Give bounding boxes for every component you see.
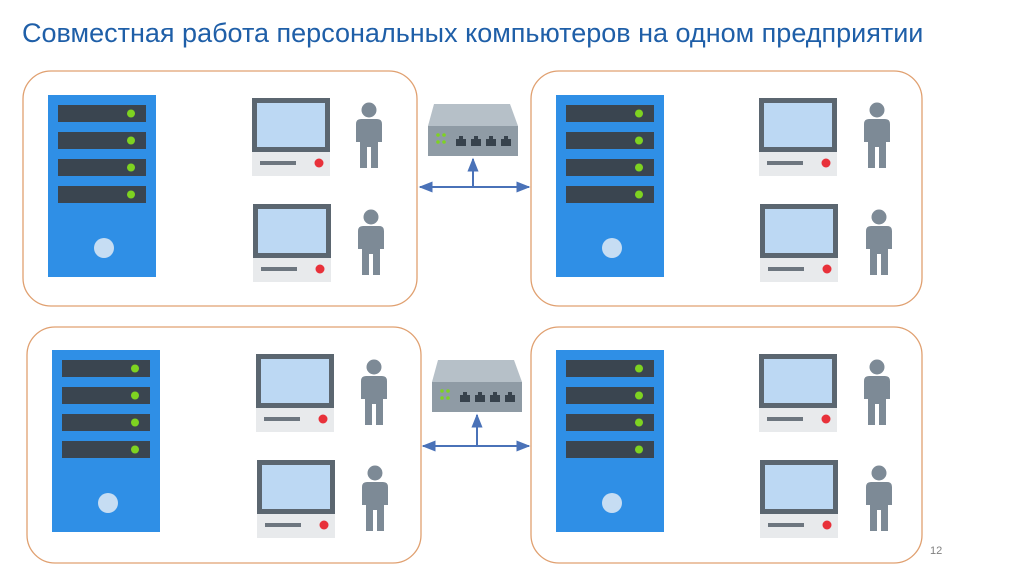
group-frame (530, 70, 923, 307)
server-icon (48, 95, 156, 277)
person-icon (864, 359, 890, 425)
group-frame (26, 326, 422, 564)
page-number: 12 (930, 545, 943, 557)
network-switch-icon (428, 104, 518, 156)
slide-title: Совместная работа персональных компьютер… (22, 18, 924, 48)
person-icon (356, 102, 382, 168)
computer-icon (257, 460, 335, 538)
person-icon (358, 209, 384, 275)
person-icon (866, 465, 892, 531)
computer-icon (759, 354, 837, 432)
group-top-left (22, 70, 418, 307)
group-frame (530, 326, 923, 564)
group-frame (22, 70, 418, 307)
switch-top (418, 104, 531, 193)
switch-bottom (421, 360, 531, 452)
group-bottom-right (530, 326, 923, 564)
computer-icon (256, 354, 334, 432)
computer-icon (759, 98, 837, 176)
group-top-right (530, 70, 923, 307)
group-bottom-left (26, 326, 422, 564)
computer-icon (253, 204, 331, 282)
network-switch-icon (432, 360, 522, 412)
server-icon (556, 350, 664, 532)
computer-icon (252, 98, 330, 176)
person-icon (362, 465, 388, 531)
server-icon (556, 95, 664, 277)
person-icon (864, 102, 890, 168)
server-icon (52, 350, 160, 532)
computer-icon (760, 460, 838, 538)
computer-icon (760, 204, 838, 282)
person-icon (361, 359, 387, 425)
person-icon (866, 209, 892, 275)
